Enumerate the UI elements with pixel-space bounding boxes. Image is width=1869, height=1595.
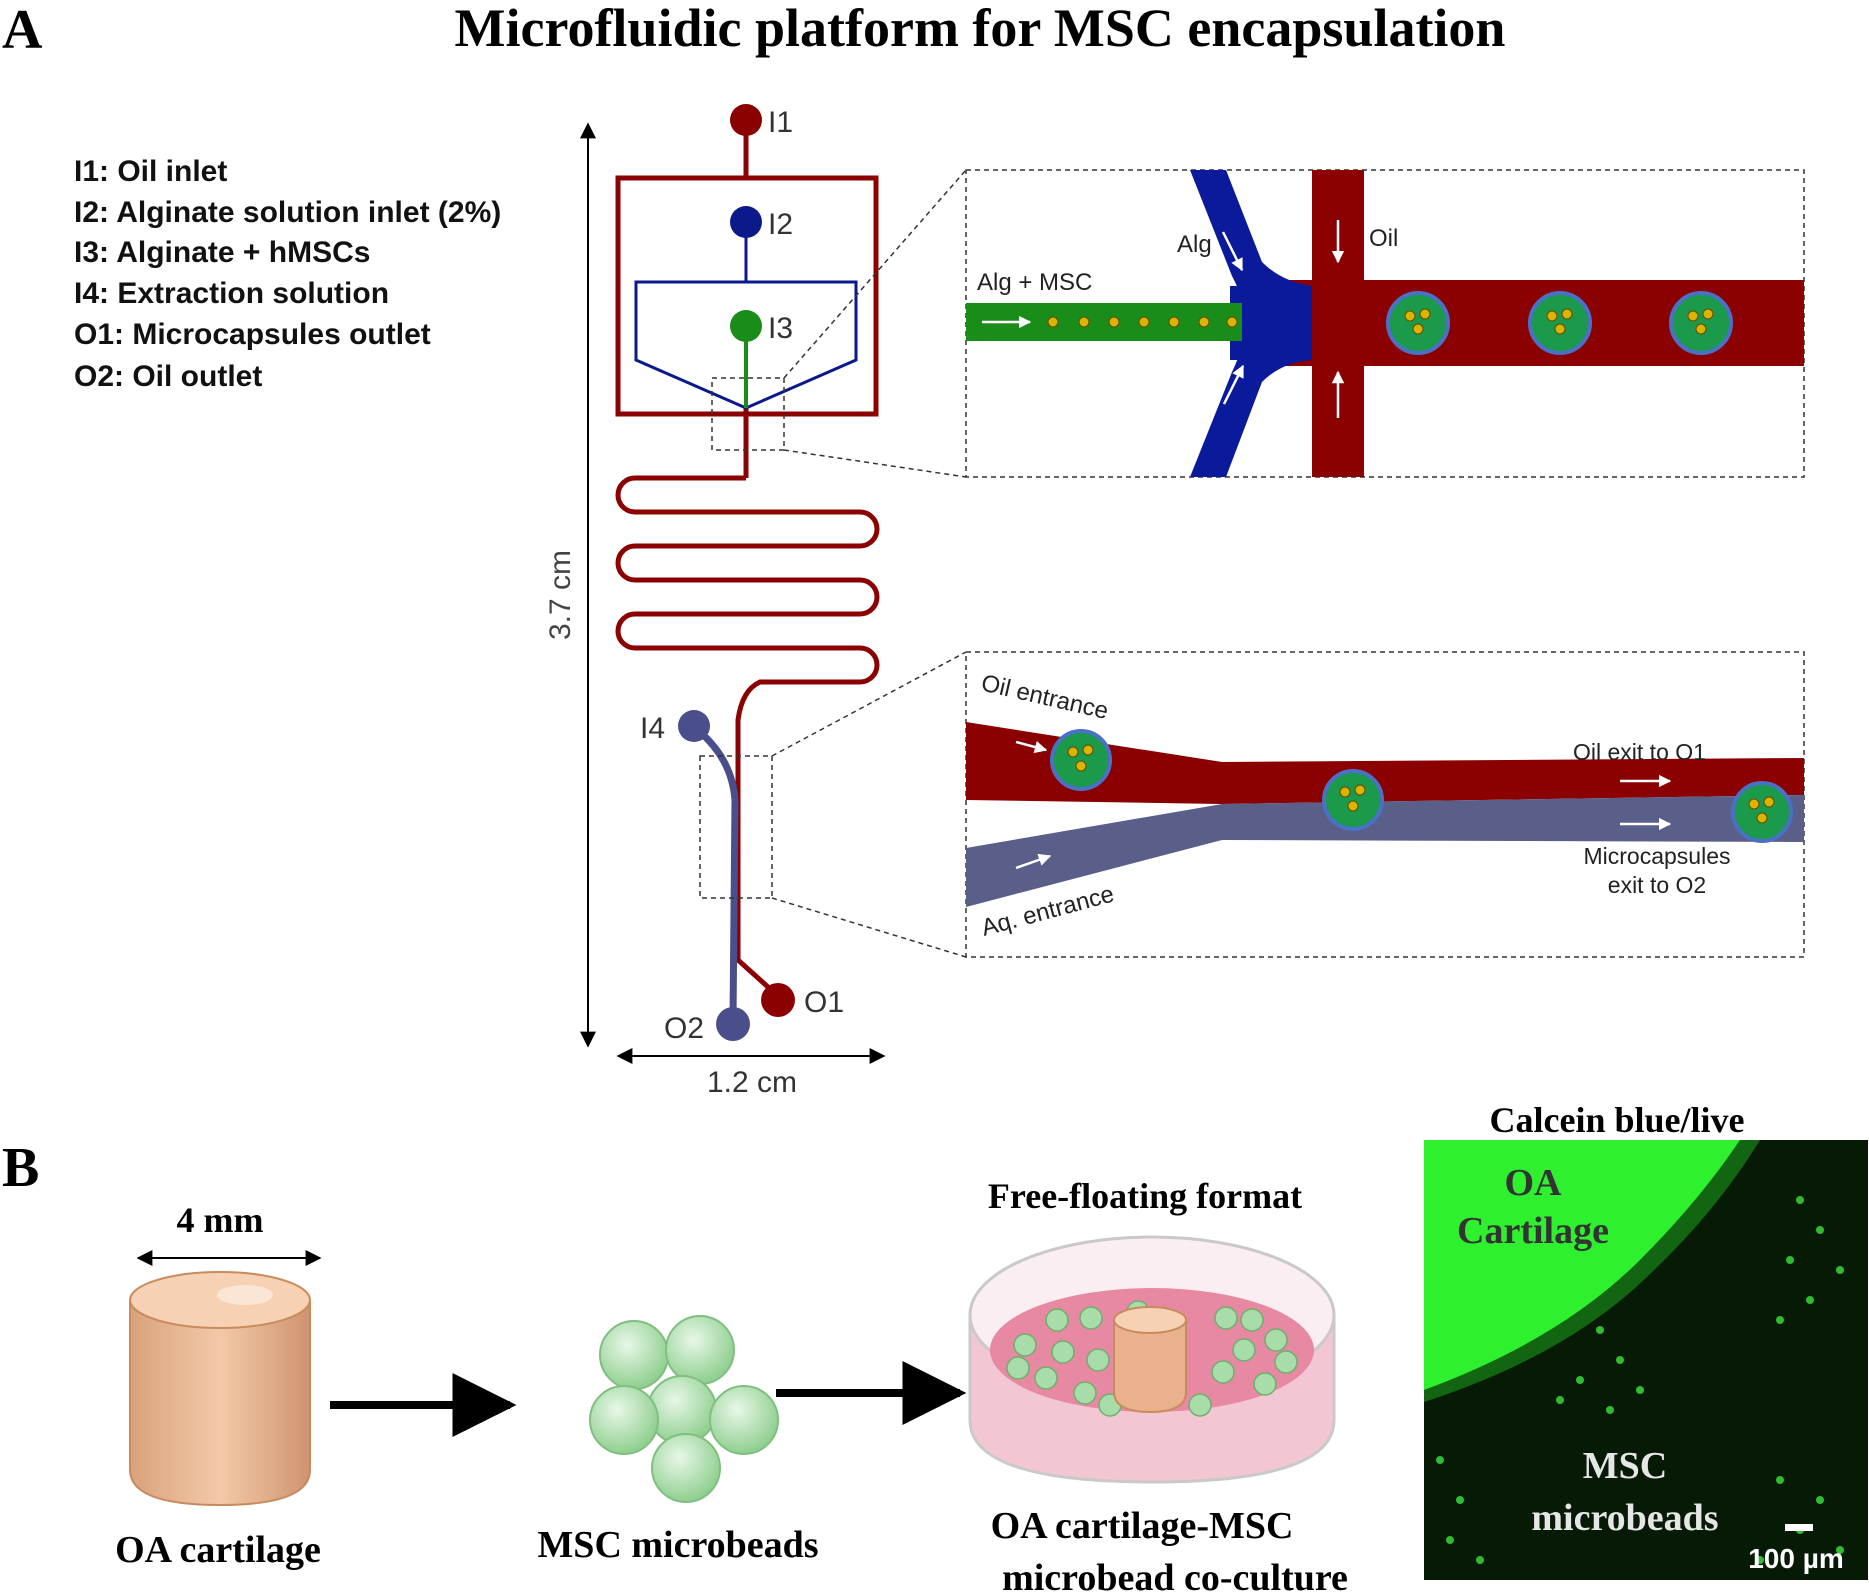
label-oil: Oil [1369,225,1398,252]
legend-o2: O2: Oil outlet [74,360,262,393]
label-microcapsules-exit-1: Microcapsules [1584,843,1731,869]
extraction-channel [697,729,739,1021]
label-oil-exit: Oil exit to O1 [1573,739,1706,765]
zoom-box-extraction [699,755,773,899]
coculture-label-1: OA cartilage-MSC [991,1505,1294,1547]
droplets-top [1386,291,1733,355]
width-dimension-label: 1.2 cm [707,1066,797,1099]
scale-bar-label: 100 µm [1748,1543,1844,1574]
label-alg: Alg [1177,231,1212,258]
cartilage-cylinder-icon [129,1271,311,1507]
port-o2-label: O2 [664,1012,704,1045]
droplets-bottom [1050,729,1793,843]
legend-i4: I4: Extraction solution [74,277,389,310]
scale-bar [1785,1524,1813,1531]
micrograph-label-oa-1: OA [1505,1162,1563,1204]
port-i3-label: I3 [768,312,793,345]
micrograph-label-msc-1: MSC [1583,1445,1667,1487]
micrograph-label-oa-2: Cartilage [1457,1210,1609,1252]
petri-dish-icon [968,1235,1336,1484]
height-dimension-label: 3.7 cm [544,550,577,640]
free-floating-label: Free-floating format [988,1176,1302,1216]
legend-i3: I3: Alginate + hMSCs [74,236,370,269]
micrograph-image [1424,1140,1868,1580]
port-i2 [730,206,762,238]
inset-extraction: Oil entrance Aq. entrance Oil exit to O1… [965,651,1805,958]
port-o1-label: O1 [804,986,844,1019]
oil-side-channel [1312,170,1364,477]
inset-junction: Alg + MSC Alg Oil [965,169,1805,478]
panel-b-letter: B [2,1137,39,1199]
port-i1-label: I1 [768,106,793,139]
port-i4-label: I4 [640,712,665,745]
zoom-box-junction [711,377,785,451]
micrograph-title: Calcein blue/live [1490,1100,1745,1140]
oil-flow-channel [966,722,1804,804]
aqueous-flow-channel [966,795,1804,907]
panel-a-title: Microfluidic platform for MSC encapsulat… [455,0,1506,58]
panel-a-letter: A [2,0,43,61]
port-i4 [678,710,710,742]
serpentine-channel [615,475,880,998]
coculture-label-2: microbead co-culture [1002,1557,1348,1595]
port-i2-label: I2 [768,208,793,241]
port-legend: I1: Oil inlet I2: Alginate solution inle… [74,155,501,393]
port-i3 [730,310,762,342]
legend-o1: O1: Microcapsules outlet [74,318,431,351]
msc-microbeads-label: MSC microbeads [537,1524,818,1566]
legend-i1: I1: Oil inlet [74,155,227,188]
legend-i2: I2: Alginate solution inlet (2%) [74,196,501,229]
port-o1 [761,983,795,1017]
chip-schematic: 3.7 cm 1.2 cm I1 I2 I3 I4 O1 O2 [544,104,967,1099]
oa-cartilage-label: OA cartilage [115,1529,321,1571]
port-o2 [716,1007,750,1041]
micrograph-label-msc-2: microbeads [1531,1497,1718,1539]
microbeads-icon [589,1315,779,1503]
label-microcapsules-exit-2: exit to O2 [1608,872,1706,898]
port-i1 [730,104,762,136]
cartilage-size-label: 4 mm [177,1200,264,1240]
label-alg-msc: Alg + MSC [977,269,1092,296]
alginate-channel [634,280,858,410]
